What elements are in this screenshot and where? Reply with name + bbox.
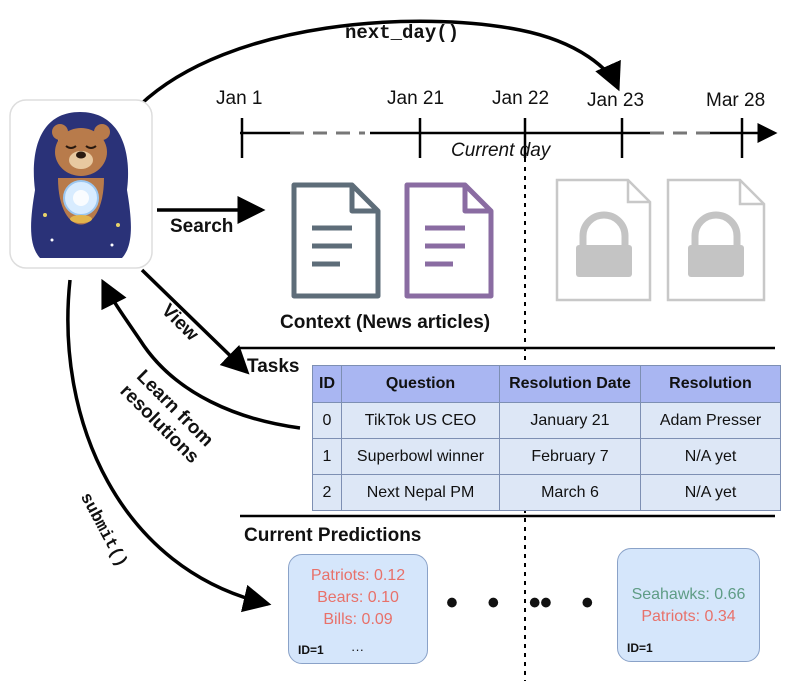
timeline-axis [240, 118, 778, 158]
prediction-line: Seahawks: 0.66 [631, 586, 746, 603]
column-header-resolution-date: Resolution Date [499, 365, 641, 403]
table-header-row: ID Question Resolution Date Resolution [312, 365, 781, 403]
table-row: 0 TikTok US CEO January 21 Adam Presser [312, 402, 781, 439]
cell-resolution-date: February 7 [499, 438, 641, 475]
view-arrow [140, 268, 250, 375]
tasks-title: Tasks [247, 356, 300, 377]
cell-resolution: N/A yet [640, 474, 781, 511]
tasks-table: ID Question Resolution Date Resolution 0… [312, 365, 781, 511]
column-header-id: ID [312, 365, 342, 403]
date-label-jan-1: Jan 1 [216, 88, 263, 109]
context-title: Context (News articles) [280, 312, 491, 333]
table-row: 2 Next Nepal PM March 6 N/A yet [312, 474, 781, 511]
cell-resolution: Adam Presser [640, 402, 781, 439]
date-label-mar-28: Mar 28 [706, 90, 766, 111]
lock-icon [666, 178, 766, 302]
cell-question: TikTok US CEO [341, 402, 500, 439]
prediction-line: Bears: 0.10 [317, 589, 399, 606]
prediction-line: Bills: 0.09 [323, 611, 393, 628]
date-label-jan-22: Jan 22 [492, 88, 550, 109]
next-day-label: next_day() [345, 22, 460, 44]
ellipsis-left: • • • [446, 584, 551, 622]
table-row: 1 Superbowl winner February 7 N/A yet [312, 438, 781, 475]
current-day-label: Current day [451, 140, 551, 161]
cell-id: 0 [312, 402, 342, 439]
prediction-card: Seahawks: 0.66 Patriots: 0.34 ID=1 [617, 548, 760, 662]
cell-resolution-date: March 6 [499, 474, 641, 511]
document-icon [291, 182, 381, 299]
date-label-jan-21: Jan 21 [387, 88, 445, 109]
cell-resolution-date: January 21 [499, 402, 641, 439]
column-header-resolution: Resolution [640, 365, 781, 403]
date-label-jan-23: Jan 23 [587, 90, 645, 111]
cell-question: Next Nepal PM [341, 474, 500, 511]
submit-arrow [66, 279, 272, 613]
cell-id: 2 [312, 474, 342, 511]
next-day-arrow [138, 19, 621, 107]
prediction-more: ··· [351, 642, 364, 657]
lock-icon [555, 178, 652, 302]
prediction-id: ID=1 [627, 641, 653, 655]
cell-question: Superbowl winner [341, 438, 500, 475]
column-header-question: Question [341, 365, 500, 403]
prediction-card: Patriots: 0.12 Bears: 0.10 Bills: 0.09 I… [288, 554, 428, 664]
prediction-line: Patriots: 0.12 [310, 567, 406, 584]
learn-arrow [101, 278, 301, 430]
cell-resolution: N/A yet [640, 438, 781, 475]
predictions-title: Current Predictions [244, 525, 422, 546]
bear-wizard-avatar-icon [9, 99, 153, 269]
cell-id: 1 [312, 438, 342, 475]
document-icon [404, 182, 494, 299]
prediction-line: Patriots: 0.34 [641, 608, 736, 625]
prediction-id: ID=1 [298, 643, 324, 657]
search-label: Search [170, 216, 234, 237]
